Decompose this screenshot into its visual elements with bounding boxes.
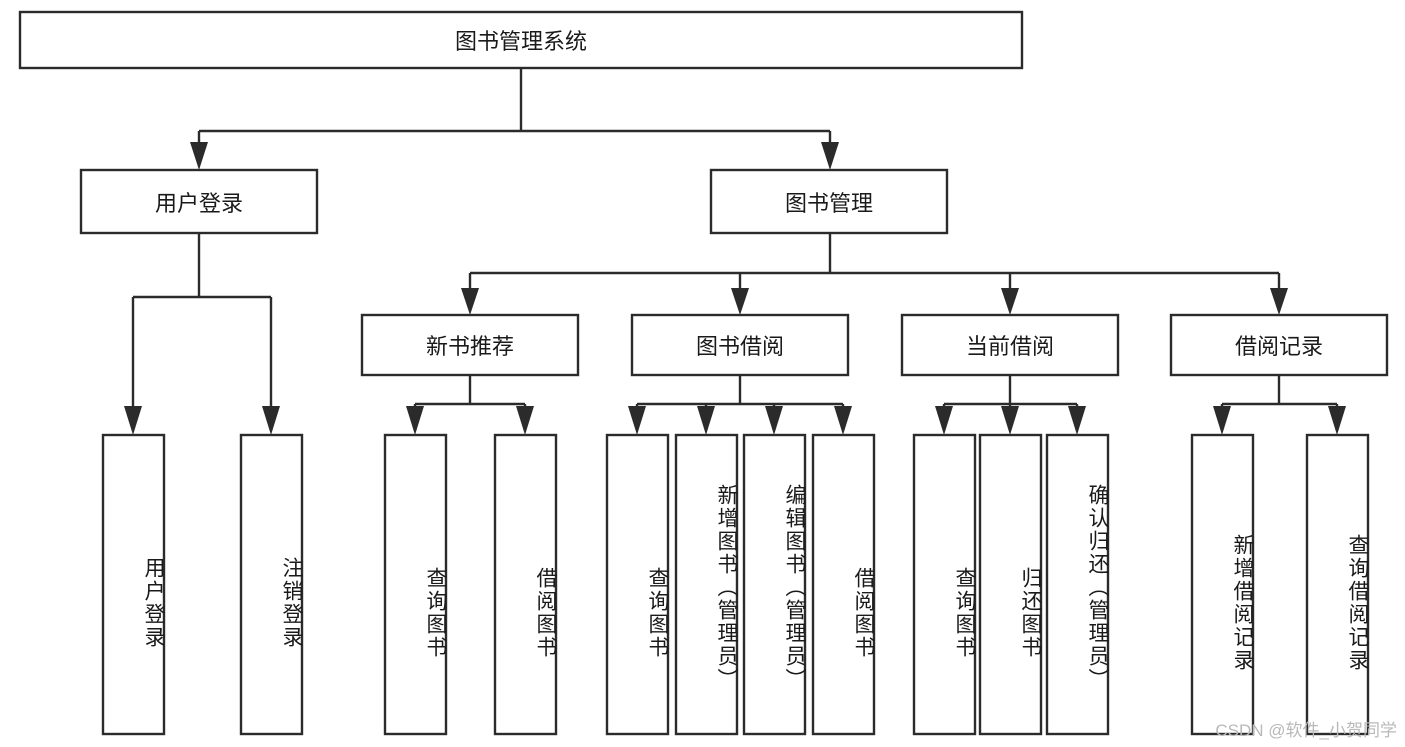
node-box-user-login[interactable] xyxy=(79,168,319,235)
arrowhead-leaf-query-book-3 xyxy=(935,406,953,435)
node-box-leaf-add-book[interactable] xyxy=(674,433,739,736)
arrowhead-book-manage xyxy=(821,142,839,170)
node-box-leaf-confirm-return[interactable] xyxy=(1045,433,1110,736)
arrowhead-current-borrow xyxy=(1001,288,1019,315)
node-box-group xyxy=(18,10,1389,736)
node-box-leaf-add-record[interactable] xyxy=(1190,433,1255,736)
arrowhead-leaf-borrow-book-1 xyxy=(516,406,534,435)
arrowhead-leaf-return-book xyxy=(1001,406,1019,435)
arrowhead-leaf-edit-book xyxy=(765,406,783,435)
arrowhead-book-borrow xyxy=(731,288,749,315)
arrowhead-new-book-rec xyxy=(461,288,479,315)
node-box-leaf-user-login[interactable] xyxy=(101,433,166,736)
node-box-leaf-query-record[interactable] xyxy=(1305,433,1370,736)
node-box-current-borrow[interactable] xyxy=(900,313,1120,377)
node-box-book-borrow[interactable] xyxy=(630,313,850,377)
node-box-leaf-borrow-book-1[interactable] xyxy=(493,433,558,736)
node-box-leaf-borrow-book-2[interactable] xyxy=(811,433,876,736)
connector-group xyxy=(124,68,1346,435)
node-box-leaf-return-book[interactable] xyxy=(978,433,1043,736)
node-box-new-book-rec[interactable] xyxy=(360,313,580,377)
node-box-root[interactable] xyxy=(18,10,1024,70)
node-box-leaf-query-book-2[interactable] xyxy=(605,433,670,736)
arrowhead-leaf-borrow-book-2 xyxy=(834,406,852,435)
node-box-borrow-record[interactable] xyxy=(1169,313,1389,377)
arrowhead-leaf-user-logout xyxy=(262,406,280,435)
node-box-leaf-edit-book[interactable] xyxy=(742,433,807,736)
arrowhead-user-login xyxy=(190,142,208,170)
arrowhead-borrow-record xyxy=(1270,288,1288,315)
arrowhead-leaf-add-record xyxy=(1213,406,1231,435)
arrowhead-leaf-query-book-2 xyxy=(628,406,646,435)
arrowhead-leaf-query-book-1 xyxy=(406,406,424,435)
node-box-leaf-query-book-1[interactable] xyxy=(383,433,448,736)
arrowhead-leaf-user-login xyxy=(124,406,142,435)
node-box-leaf-query-book-3[interactable] xyxy=(912,433,977,736)
arrowhead-leaf-add-book xyxy=(697,406,715,435)
arrowhead-leaf-confirm-return xyxy=(1068,406,1086,435)
node-box-leaf-user-logout[interactable] xyxy=(239,433,304,736)
node-box-book-manage[interactable] xyxy=(709,168,949,235)
arrowhead-leaf-query-record xyxy=(1328,406,1346,435)
